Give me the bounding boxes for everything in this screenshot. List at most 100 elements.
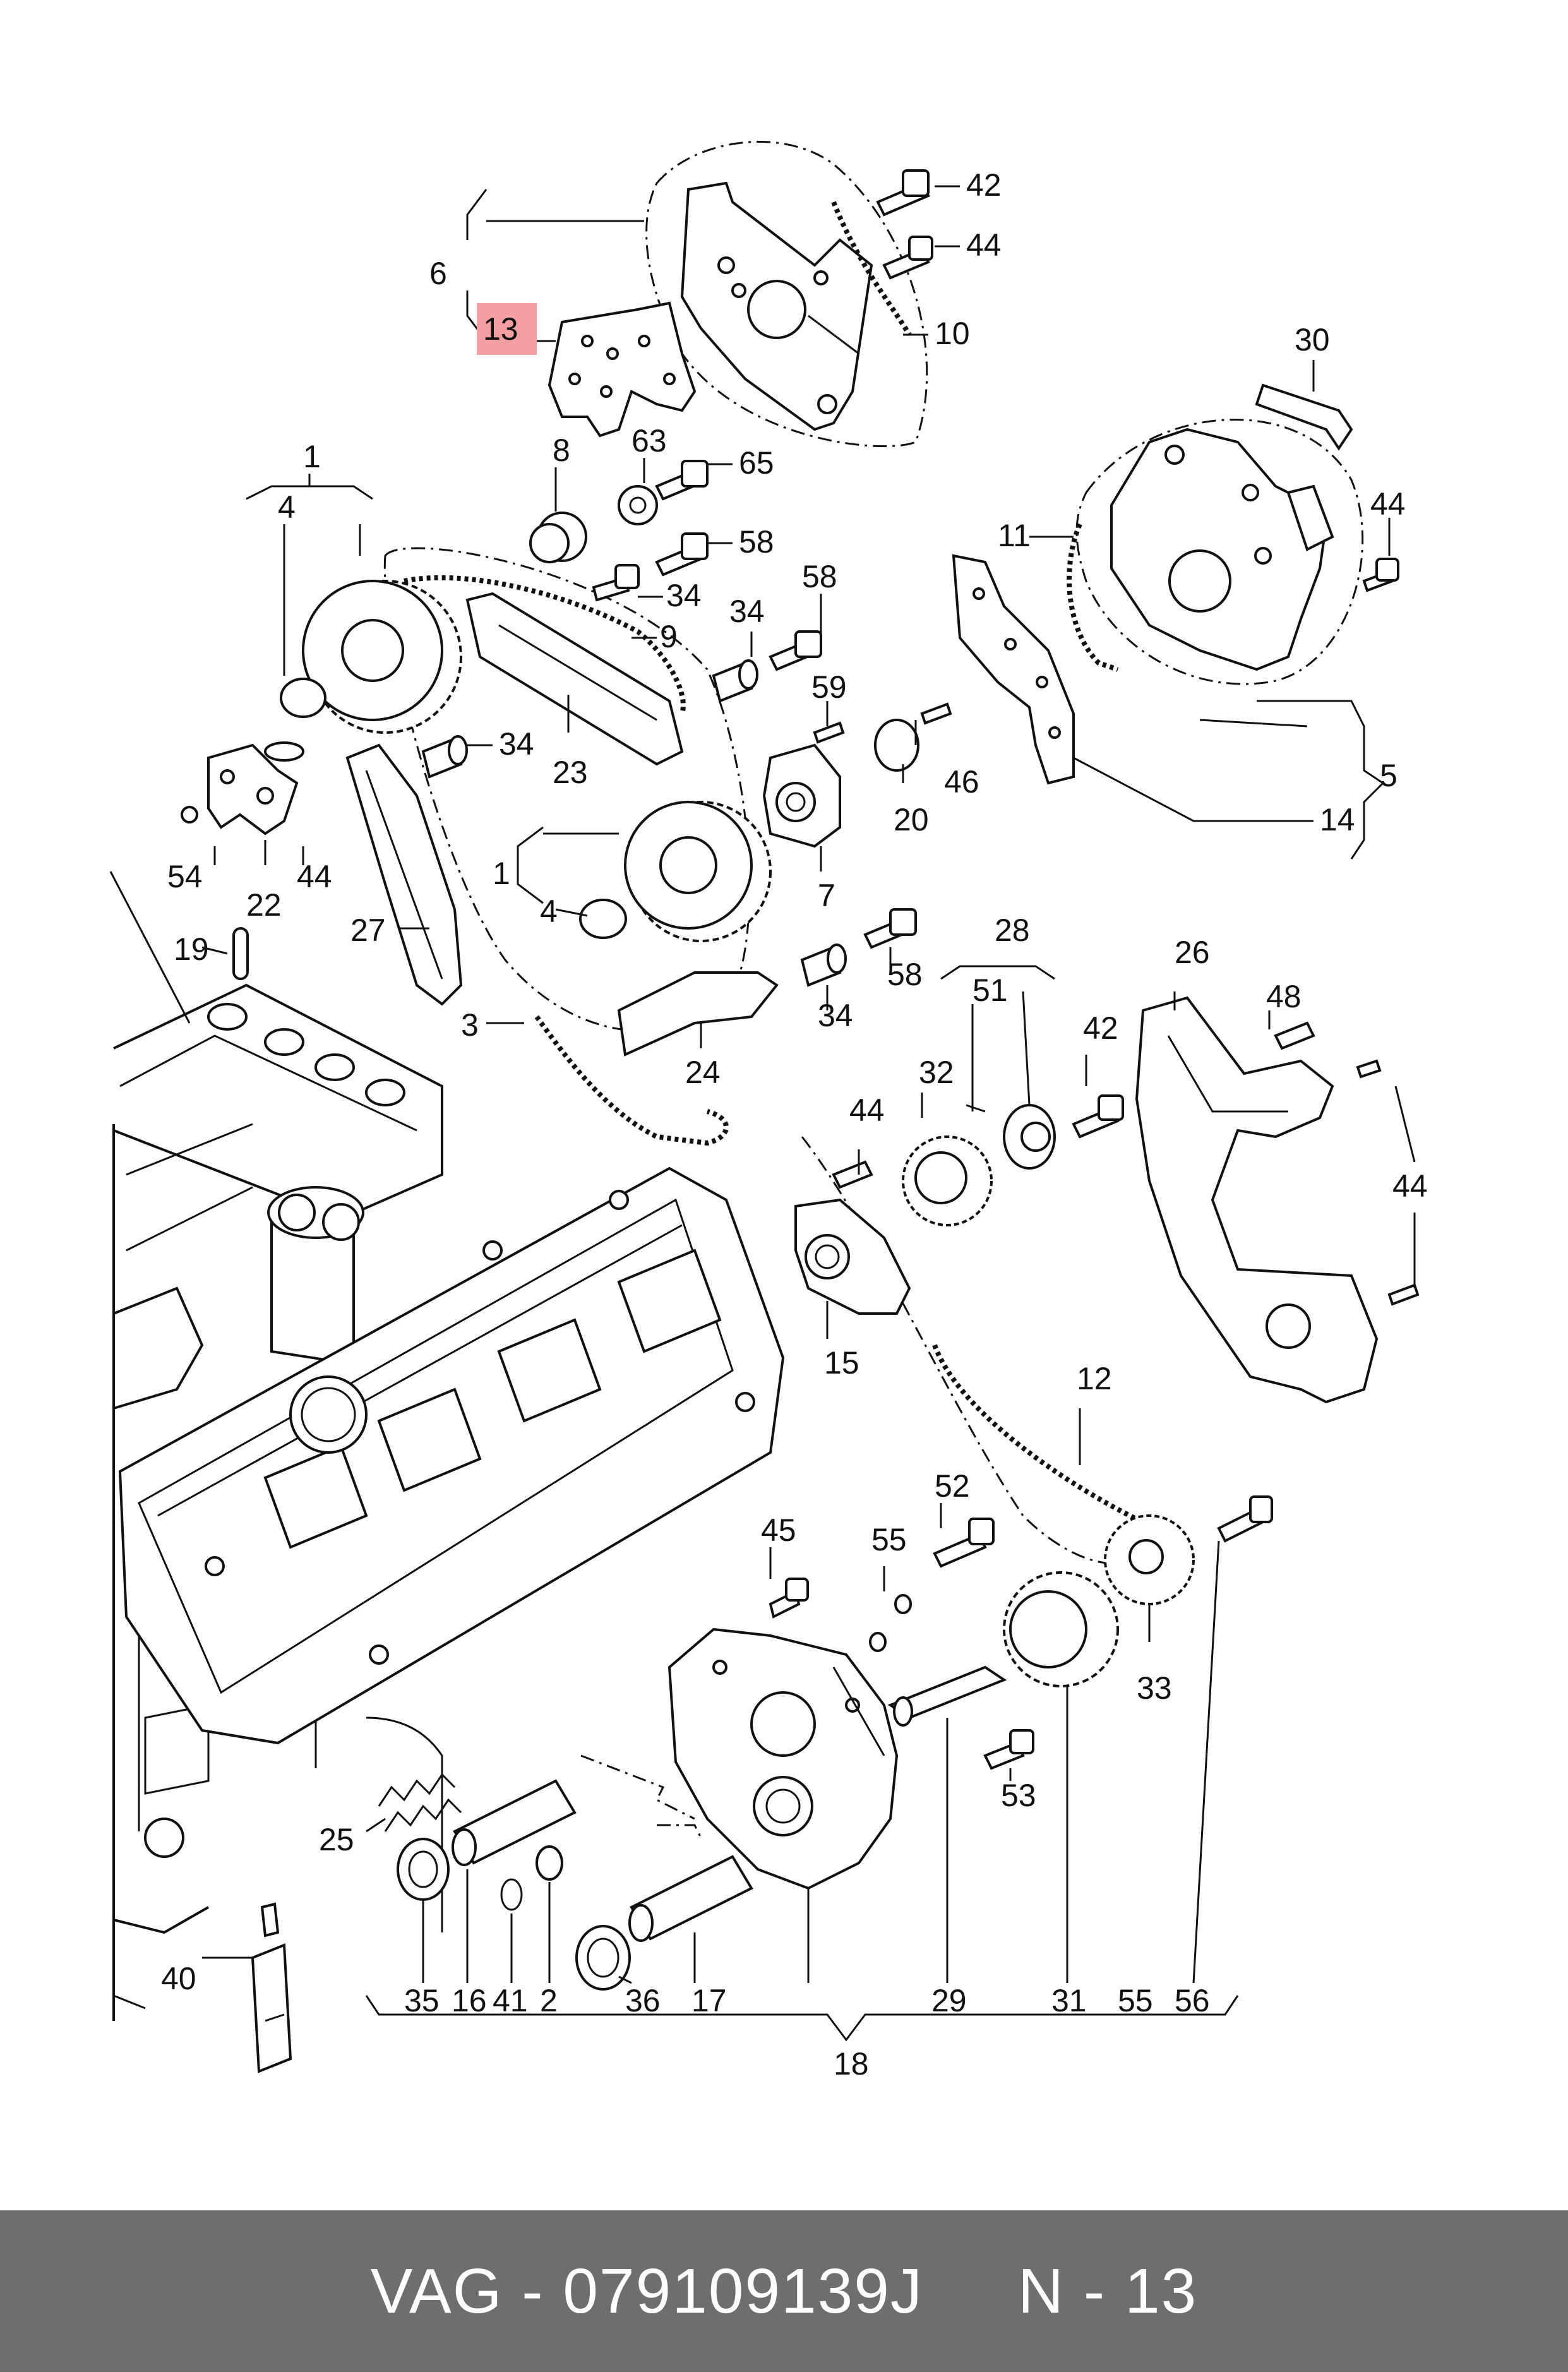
callout-45: 45: [761, 1512, 796, 1548]
part-number-text: VAG - 079109139J: [370, 2255, 923, 2327]
ring-35: [397, 1838, 450, 1901]
bolt-65: [655, 460, 709, 501]
piston-17: [628, 1855, 753, 1942]
callout-54: 54: [167, 859, 203, 894]
left-timing-chain: [404, 575, 686, 715]
circlip-41: [500, 1878, 523, 1911]
rail-30: [1255, 383, 1353, 451]
bolt-56: [1217, 1495, 1273, 1543]
callout-13: 13: [483, 311, 518, 347]
piston-16: [452, 1779, 577, 1866]
callout-41: 41: [493, 1983, 528, 2018]
sprocket-32: [902, 1135, 993, 1226]
callout-26: 26: [1175, 935, 1210, 970]
bolt-53: [983, 1729, 1034, 1770]
callout-18: 18: [834, 2046, 869, 2081]
shaft-29: [887, 1665, 1007, 1727]
chain-guide-26: [1135, 996, 1420, 1404]
callout-34-a: 34: [666, 578, 702, 613]
callout-3: 3: [461, 1007, 479, 1043]
gear-31: [1003, 1571, 1119, 1687]
bolt-34-top: [592, 564, 640, 602]
callout-23: 23: [553, 755, 588, 790]
callout-28: 28: [995, 913, 1030, 948]
washer-2: [536, 1845, 563, 1881]
callout-17: 17: [691, 1983, 727, 2018]
callout-56: 56: [1175, 1983, 1210, 2018]
bolt-44-right: [1362, 558, 1399, 592]
envelope-lower-chain: [801, 1136, 1138, 1564]
envelope-pump2: [657, 1824, 702, 1838]
callout-52: 52: [935, 1468, 970, 1504]
envelope-pump: [580, 1754, 695, 1820]
callout-14: 14: [1320, 802, 1355, 837]
upper-chain: [831, 201, 912, 337]
sleeve-34-lower: [800, 943, 847, 987]
callout-25: 25: [319, 1822, 354, 1857]
callout-labels: 42 44 6 13 10 30 1 8 63 65 4 11 44 58 58…: [161, 167, 1428, 2081]
bolt-45: [769, 1578, 809, 1619]
callout-42-top: 42: [966, 167, 1002, 203]
spring-25: [378, 1773, 462, 1832]
bracket-22: [181, 741, 304, 836]
bolt-42-top: [876, 169, 930, 217]
tensioner-rail-27: [345, 743, 463, 1006]
chain-11: [1067, 523, 1119, 672]
bolt-44-top: [882, 236, 933, 280]
envelope-right-guide: [1075, 418, 1364, 685]
callout-44-right: 44: [1370, 486, 1406, 522]
upper-chain-guide: [680, 181, 912, 431]
callout-4-top: 4: [278, 489, 296, 525]
sleeve-34-mid: [712, 659, 758, 703]
callout-48: 48: [1266, 979, 1302, 1014]
callout-4-mid: 4: [540, 894, 558, 929]
parts-diagram: 42 44 6 13 10 30 1 8 63 65 4 11 44 58 58…: [109, 141, 1428, 2081]
bushing-8: [529, 485, 658, 563]
chain-3: [534, 1015, 729, 1146]
callout-34-d: 34: [818, 998, 853, 1033]
callout-65: 65: [739, 445, 774, 481]
callout-5: 5: [1380, 758, 1397, 793]
callout-32: 32: [919, 1055, 954, 1090]
callout-27: 27: [350, 913, 386, 948]
part-13-highlight: [477, 303, 537, 355]
callout-29: 29: [931, 1983, 967, 2018]
callout-7: 7: [818, 878, 835, 913]
callout-8: 8: [553, 433, 570, 468]
chain-12: [932, 1344, 1157, 1531]
callout-20: 20: [894, 802, 929, 837]
callout-36: 36: [625, 1983, 661, 2018]
right-chain-guide: [1110, 428, 1334, 671]
callout-35: 35: [404, 1983, 440, 2018]
callout-55-top: 55: [871, 1522, 907, 1557]
sleeve-34-left: [421, 735, 468, 779]
callout-58-mid: 58: [802, 559, 837, 594]
o-ring-19: [232, 927, 249, 980]
upper-left-sprocket: [280, 575, 686, 734]
part-number-banner: VAG - 079109139J N - 13: [0, 2210, 1568, 2372]
callout-19: 19: [174, 931, 209, 967]
sealant-tube-40: [251, 1902, 292, 2073]
callout-10: 10: [935, 316, 970, 351]
callout-59: 59: [811, 669, 847, 705]
chain-guide-24: [617, 971, 779, 1057]
callout-30: 30: [1295, 322, 1330, 357]
callout-44-far: 44: [1392, 1168, 1428, 1204]
callout-9: 9: [660, 619, 678, 654]
callout-16: 16: [452, 1983, 487, 2018]
bearing-28: [966, 1094, 1124, 1170]
bolt-58-lower: [863, 908, 917, 949]
callout-63: 63: [631, 423, 667, 458]
plate-14: [952, 554, 1075, 785]
callout-1-top: 1: [303, 439, 321, 474]
callout-55-bottom: 55: [1118, 1983, 1153, 2018]
callout-31: 31: [1051, 1983, 1087, 2018]
leader-lines: [201, 185, 1416, 2042]
callout-51: 51: [973, 973, 1008, 1008]
bolt-58-mid: [769, 630, 822, 671]
bolt-52: [933, 1518, 995, 1568]
callout-34-c: 34: [499, 726, 534, 762]
callout-33: 33: [1137, 1670, 1172, 1706]
ring-36: [575, 1925, 631, 1991]
washers-55: [869, 1594, 912, 1652]
